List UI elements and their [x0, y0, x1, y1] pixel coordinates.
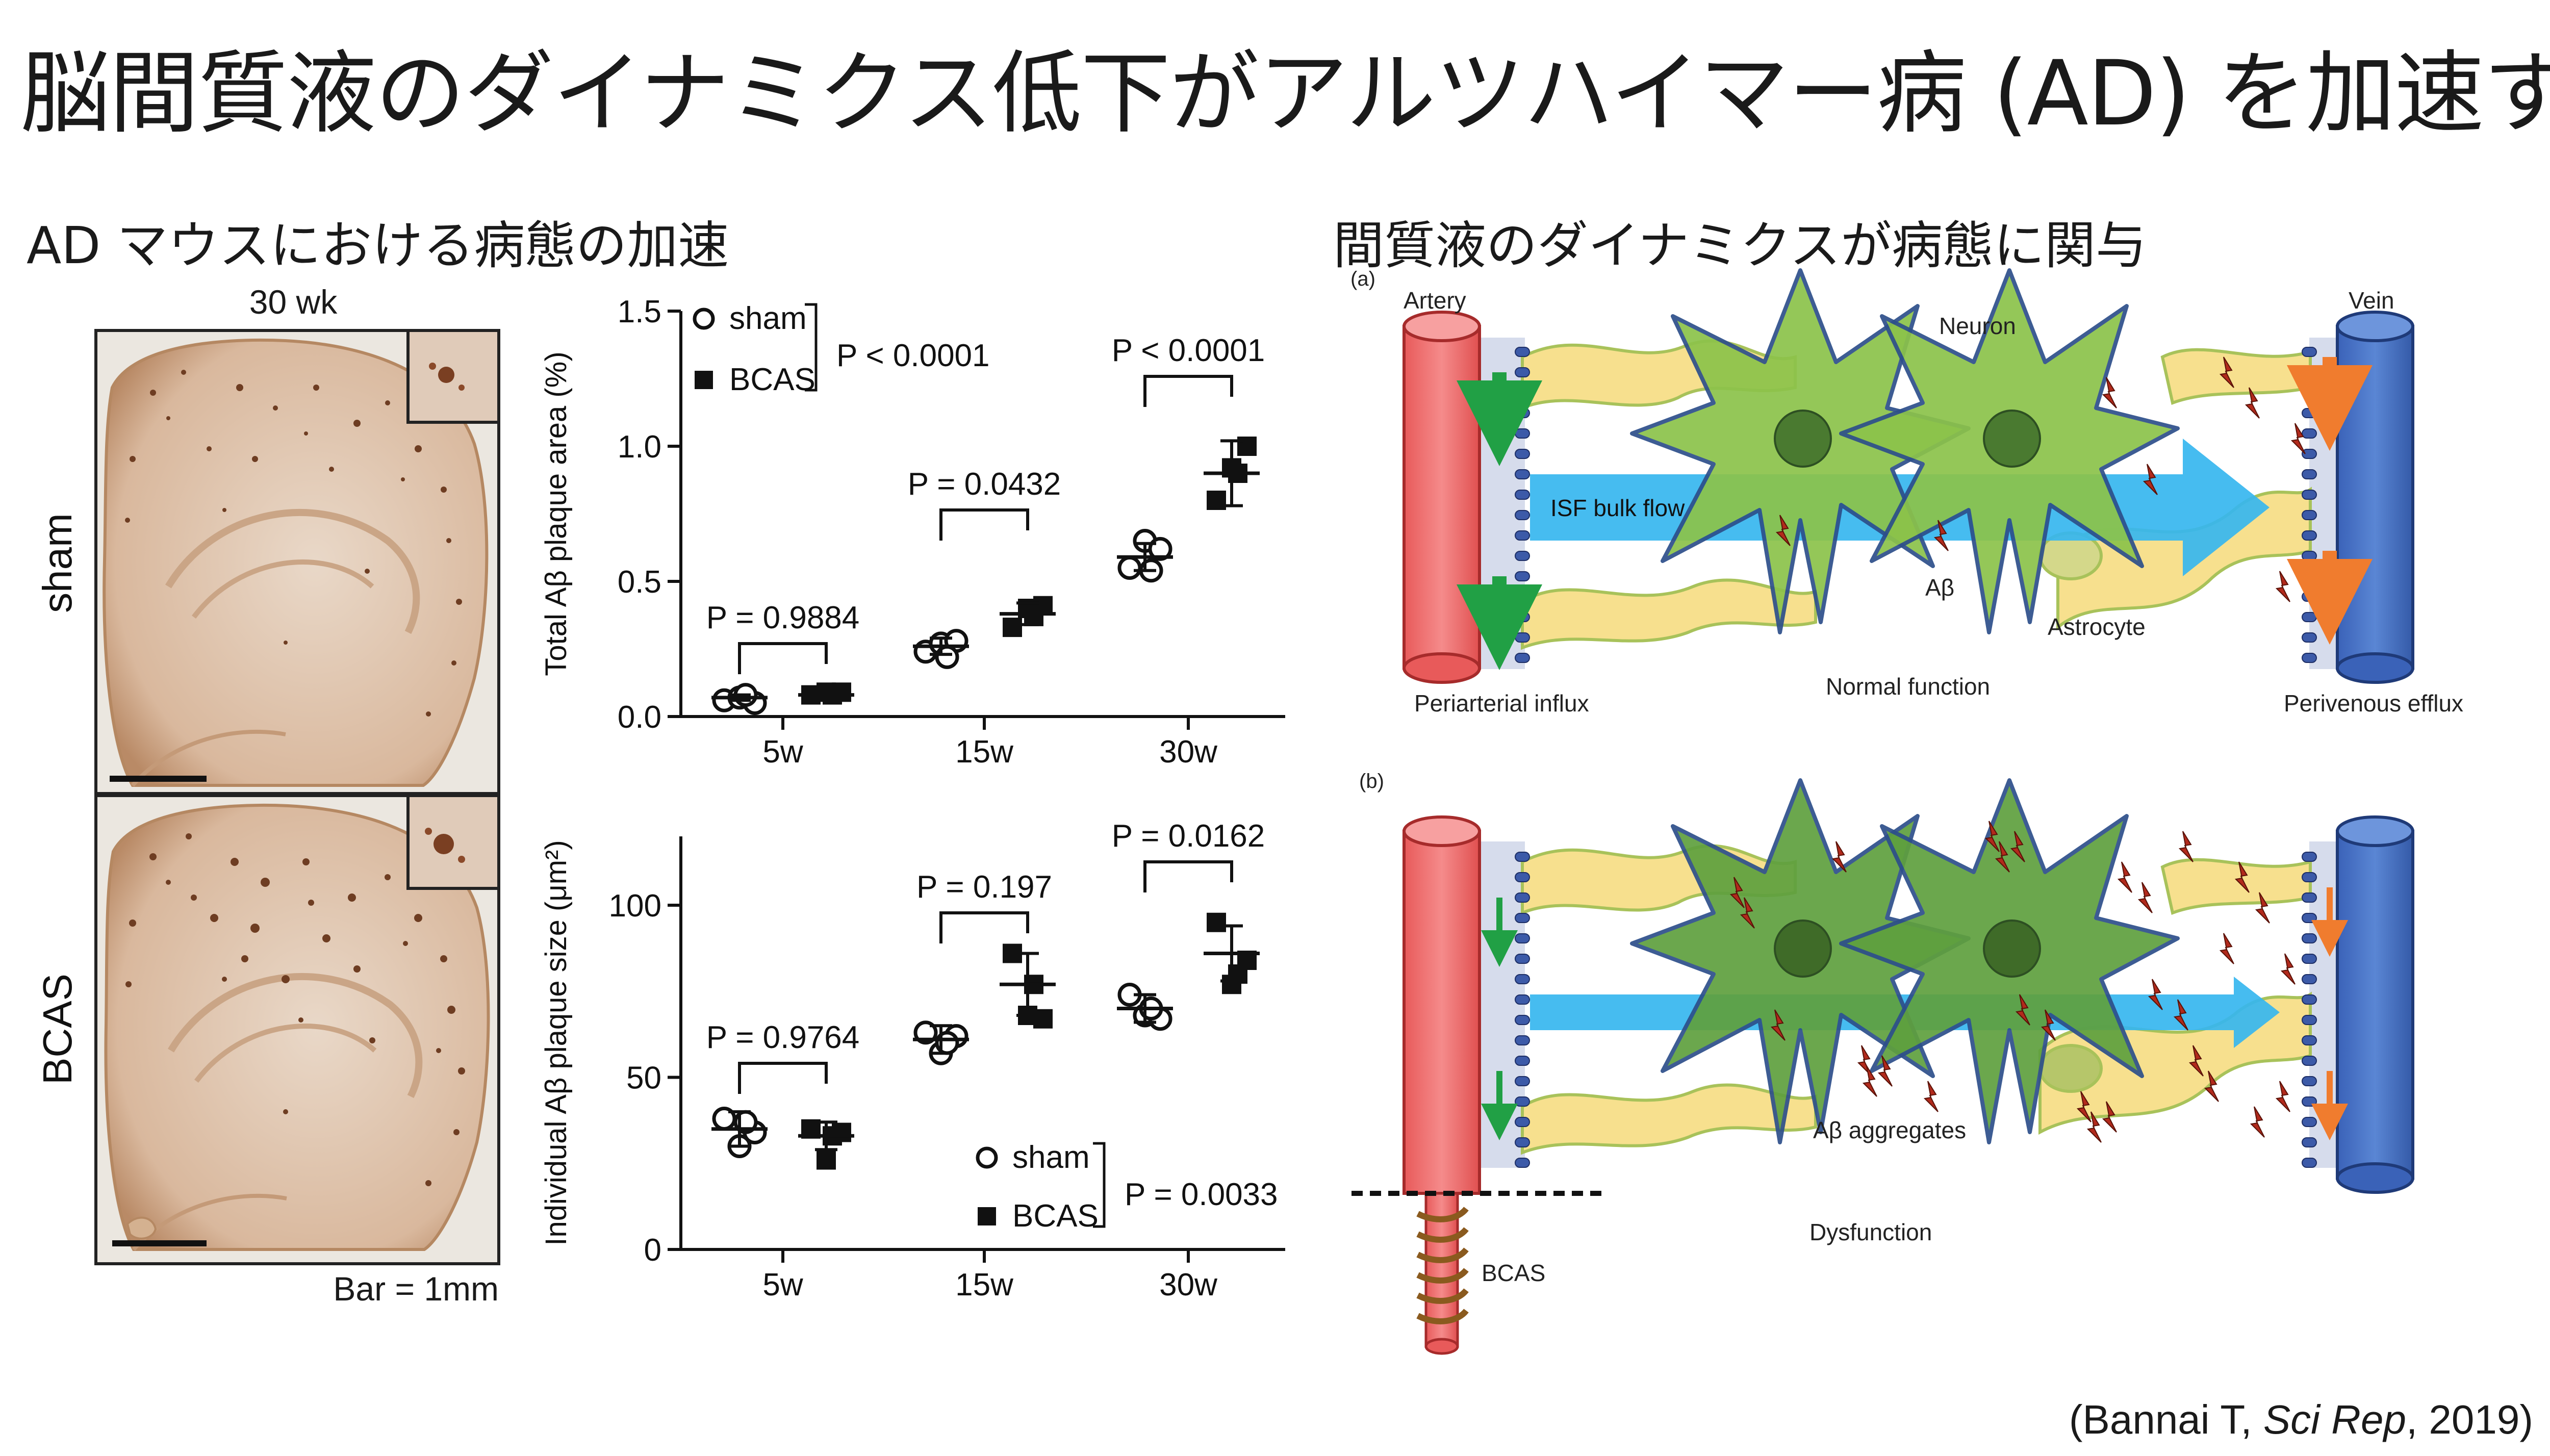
- x-tick-label: 30w: [1159, 734, 1217, 770]
- x-tick-label: 5w: [762, 1267, 803, 1302]
- comparison-bracket: [939, 911, 1029, 943]
- citation-suffix: , 2019): [2406, 1397, 2533, 1442]
- comparison-bracket: [939, 508, 1029, 541]
- bcas-label: BCAS: [1482, 1260, 1545, 1286]
- bcas-coil: [1416, 1207, 1469, 1324]
- x-tick-label: 15w: [955, 1267, 1013, 1302]
- bcas-slice-image: [94, 794, 500, 1265]
- sham-row-label: sham: [35, 513, 80, 613]
- bcas-point: [1003, 618, 1022, 637]
- comparison-p-value: P = 0.197: [916, 870, 1052, 905]
- comparison-p-value: P < 0.0001: [1112, 333, 1265, 368]
- isf-bulk-flow-label: ISF bulk flow: [1550, 495, 1685, 521]
- artery-label: Artery: [1404, 287, 1466, 314]
- y-tick-label: 0.5: [618, 565, 661, 600]
- comparison-p-value: P = 0.9884: [706, 600, 860, 635]
- comparison-p-value: P = 0.0162: [1112, 819, 1265, 854]
- citation-journal: Sci Rep: [2263, 1397, 2406, 1442]
- vein-a: [2336, 311, 2414, 684]
- astrocyte-label: Astrocyte: [2048, 614, 2146, 640]
- abeta-aggregates-label: Aβ aggregates: [1813, 1117, 1966, 1143]
- plaque-charts: 0.0 0.5 1.0 1.5 5w 15w 30w Total Aβ plaque area…: [540, 294, 1285, 1302]
- normal-function-label: Normal function: [1826, 673, 1990, 700]
- chart-2: [668, 836, 1285, 1263]
- legend-bcas-label: BCAS: [729, 362, 815, 397]
- slide-title: 脳間質液のダイナミクス低下がアルツハイマー病 (AD) を加速する: [20, 41, 2550, 146]
- panel-a-tag: (a): [1350, 268, 1375, 290]
- comparison-bracket: [738, 1062, 828, 1094]
- y-tick-label: 1.0: [618, 429, 661, 465]
- y-axis-label: Individual Aβ plaque size (μm²): [540, 840, 573, 1245]
- abeta-label: Aβ: [1925, 574, 1954, 601]
- y-tick-label: 100: [609, 888, 661, 924]
- artery-b: [1402, 815, 1481, 1355]
- neuron-label: Neuron: [1939, 313, 2016, 339]
- x-tick-label: 5w: [762, 734, 803, 770]
- isf-diagram: (a): [1350, 268, 2463, 1355]
- right-section-heading: 間質液のダイナミクスが病態に関与: [1333, 216, 2147, 275]
- overall-p-value: P < 0.0001: [836, 338, 990, 373]
- panel-a-normal: (a): [1350, 268, 2463, 717]
- dysfunction-label: Dysfunction: [1809, 1219, 1932, 1245]
- panel-b-dysfunction: (b): [1352, 770, 2414, 1355]
- vein-label: Vein: [2349, 287, 2394, 314]
- sham-slice-image: [94, 329, 500, 795]
- timepoint-label: 30 wk: [249, 283, 338, 321]
- legend-bcas-marker: [978, 1207, 996, 1225]
- legend-sham-label: sham: [1012, 1140, 1090, 1175]
- comparison-p-value: P = 0.9764: [706, 1020, 860, 1055]
- comparison-p-value: P = 0.0432: [908, 467, 1061, 502]
- periarterial-influx-label: Periarterial influx: [1414, 690, 1589, 717]
- bcas-point: [1207, 912, 1226, 932]
- bcas-row-label: BCAS: [35, 974, 80, 1085]
- legend-sham-marker: [976, 1146, 998, 1169]
- perivenous-efflux-label: Perivenous efflux: [2284, 690, 2463, 717]
- x-tick-label: 15w: [955, 734, 1013, 770]
- legend-bracket: [1093, 1142, 1106, 1228]
- y-tick-label: 0.0: [618, 700, 661, 735]
- y-tick-label: 1.5: [618, 294, 661, 329]
- y-tick-label: 0: [644, 1233, 661, 1268]
- y-axis-label: Total Aβ plaque area (%): [540, 351, 573, 676]
- bcas-point: [1033, 1009, 1053, 1029]
- legend-sham-marker: [693, 308, 715, 330]
- citation: (Bannai T, Sci Rep, 2019): [2069, 1396, 2533, 1443]
- citation-prefix: (Bannai T,: [2069, 1397, 2263, 1442]
- artery-a: [1402, 311, 1481, 684]
- left-section-heading: AD マウスにおける病態の加速: [27, 216, 729, 275]
- legend-sham-label: sham: [729, 301, 807, 336]
- x-tick-label: 30w: [1159, 1267, 1217, 1302]
- overall-p-value: P = 0.0033: [1125, 1177, 1278, 1212]
- comparison-bracket: [1143, 375, 1233, 407]
- legend-bcas-label: BCAS: [1012, 1198, 1099, 1234]
- legend-bracket: [805, 303, 818, 392]
- histology-panel: 30 wk: [35, 283, 500, 1308]
- bcas-point: [817, 1150, 836, 1170]
- comparison-bracket: [738, 642, 828, 674]
- chart-1: [668, 303, 1285, 730]
- y-tick-label: 50: [626, 1061, 661, 1096]
- scale-bar-label: Bar = 1mm: [333, 1270, 499, 1308]
- vein-b: [2336, 815, 2414, 1194]
- panel-b-tag: (b): [1359, 770, 1384, 793]
- legend-bcas-marker: [695, 371, 713, 389]
- comparison-bracket: [1143, 860, 1233, 892]
